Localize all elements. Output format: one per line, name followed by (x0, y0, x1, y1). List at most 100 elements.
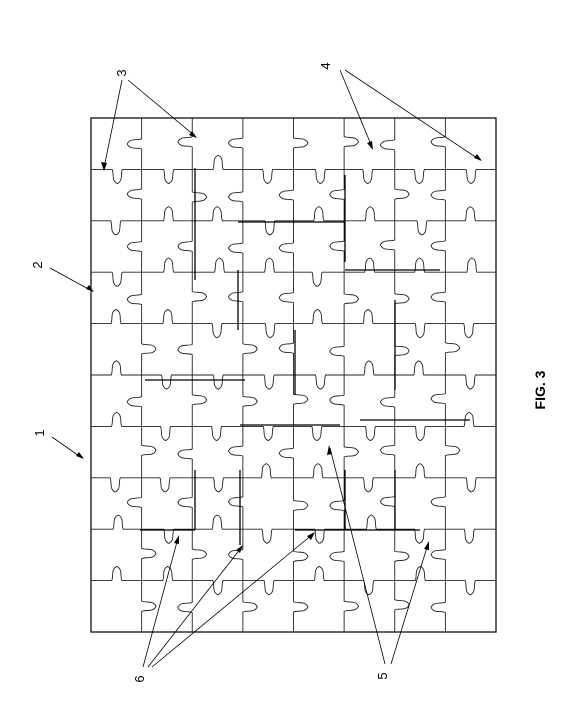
puzzle-cut-horizontal (141, 308, 193, 325)
puzzle-cut-horizontal (141, 565, 193, 582)
puzzle-cut-horizontal (293, 463, 345, 479)
puzzle-cut-horizontal (445, 168, 496, 185)
puzzle-cut-horizontal (445, 206, 496, 222)
puzzle-cut-vertical (379, 220, 396, 273)
puzzle-cut-horizontal (192, 323, 243, 339)
puzzle-cut-vertical (177, 323, 193, 375)
puzzle-cut-horizontal (242, 257, 294, 273)
arrowhead-4a (367, 141, 373, 150)
puzzle-cut-horizontal (445, 374, 496, 390)
puzzle-cut-horizontal (192, 154, 243, 170)
puzzle-cut-vertical (191, 375, 208, 427)
puzzle-cut-horizontal (445, 528, 496, 544)
puzzle-cut-vertical (177, 118, 193, 170)
puzzle-cut-horizontal (394, 168, 446, 185)
puzzle-bold-lines (140, 168, 470, 545)
puzzle-cut-vertical (343, 118, 360, 170)
puzzle-cut-horizontal (445, 257, 496, 273)
puzzle-cut-vertical (329, 477, 345, 530)
puzzle-cut-horizontal (394, 323, 446, 339)
puzzle-cut-vertical (379, 477, 396, 530)
puzzle-cut-vertical (379, 118, 396, 170)
puzzle-cut-vertical (430, 118, 446, 170)
label-5: 5 (375, 672, 390, 679)
leader-1 (51, 436, 83, 459)
puzzle-cut-vertical (343, 272, 360, 324)
puzzle-cut-horizontal (242, 528, 294, 544)
figure-caption: FIG. 3 (532, 370, 548, 409)
puzzle-cut-vertical (191, 272, 208, 324)
arrowhead-4b (474, 154, 482, 161)
puzzle-cut-vertical (278, 426, 294, 478)
puzzle-cut-vertical (430, 529, 446, 581)
puzzle-cut-horizontal (242, 220, 294, 236)
puzzle-cut-vertical (242, 580, 258, 632)
puzzle-cut-horizontal (91, 565, 142, 582)
puzzle-cut-horizontal (242, 168, 294, 185)
puzzle-cut-vertical (126, 375, 143, 427)
leader-6c (151, 533, 314, 668)
puzzle-cut-horizontal (293, 565, 345, 582)
puzzle-cut-vertical (227, 118, 244, 170)
puzzle-cut-vertical (126, 220, 143, 273)
puzzle-cut-horizontal (344, 514, 395, 530)
puzzle-cut-horizontal (192, 206, 243, 222)
puzzle-cut-vertical (343, 580, 360, 632)
puzzle-cut-vertical (430, 375, 446, 427)
jigsaw-puzzle-board (90, 117, 497, 633)
leader-4b (344, 69, 481, 161)
puzzle-cut-horizontal (91, 271, 142, 287)
puzzle-cut-vertical (379, 375, 396, 427)
puzzle-cut-vertical (293, 477, 309, 530)
label-3: 3 (114, 69, 129, 76)
leader-5a (329, 447, 386, 665)
puzzle-cut-vertical (379, 426, 396, 478)
puzzle-cut-vertical (141, 426, 157, 478)
puzzle-cut-vertical (227, 426, 244, 478)
puzzle-cut-horizontal (293, 308, 345, 325)
puzzle-cut-horizontal (192, 374, 243, 390)
puzzle-cut-horizontal (242, 374, 294, 390)
puzzle-cut-horizontal (141, 168, 193, 185)
puzzle-cut-vertical (394, 169, 410, 221)
puzzle-cut-vertical (329, 375, 345, 427)
puzzle-cut-vertical (293, 375, 309, 427)
puzzle-cut-vertical (394, 529, 410, 581)
leader-lines (49, 69, 482, 668)
puzzle-cut-vertical (177, 426, 193, 478)
puzzle-cut-vertical (329, 529, 345, 581)
puzzle-cut-vertical (394, 272, 410, 324)
puzzle-cut-horizontal (141, 374, 193, 390)
puzzle-cut-horizontal (445, 323, 496, 339)
puzzle-cut-vertical (394, 580, 410, 632)
puzzle-cut-horizontal (91, 411, 142, 427)
puzzle-cut-vertical (126, 477, 143, 530)
puzzle-cut-vertical (278, 220, 294, 273)
puzzle-cut-horizontal (192, 514, 243, 530)
puzzle-cut-vertical (430, 580, 446, 632)
puzzle-cut-horizontal (344, 308, 395, 325)
puzzle-cut-horizontal (394, 528, 446, 544)
puzzle-cut-horizontal (445, 477, 496, 493)
puzzle-cut-vertical (329, 220, 345, 273)
puzzle-cut-horizontal (344, 257, 395, 273)
puzzle-cut-vertical (278, 323, 294, 375)
leader-3b (127, 79, 196, 137)
puzzle-cut-vertical (227, 477, 244, 530)
puzzle-cut-horizontal (394, 425, 446, 442)
puzzle-cut-vertical (278, 169, 294, 221)
puzzle-cut-vertical (177, 477, 193, 530)
puzzle-cut-vertical (141, 529, 157, 581)
puzzle-cut-horizontal (242, 580, 294, 596)
puzzle-cut-horizontal (242, 463, 294, 479)
puzzle-cut-vertical (227, 220, 244, 273)
puzzle-cut-horizontal (344, 477, 395, 493)
puzzle-cut-horizontal (91, 360, 142, 376)
puzzle-cut-vertical (177, 580, 193, 632)
leader-5b (390, 543, 429, 665)
puzzle-cut-horizontal (293, 374, 345, 390)
leader-3a (103, 79, 123, 169)
leader-6a (142, 537, 179, 668)
puzzle-cut-vertical (242, 323, 258, 375)
